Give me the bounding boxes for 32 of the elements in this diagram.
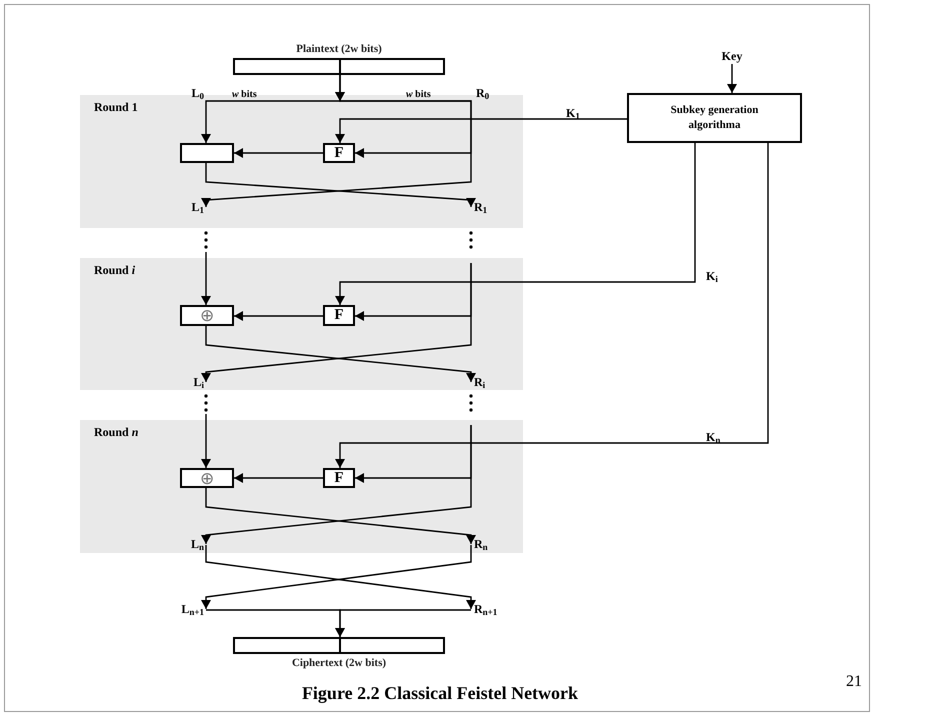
signal-label: R$_{i}$ [474, 375, 504, 390]
signal-label: L$_{n}$ [174, 537, 204, 552]
signal-label: L$_{1}$ [174, 200, 204, 215]
edge-label: K$_{i}$ [706, 268, 718, 285]
round-band [80, 258, 523, 390]
signal-label: R$_{n+1}$ [474, 602, 518, 617]
xor-box [180, 143, 234, 163]
function-box: F [323, 468, 355, 488]
data-block [233, 637, 445, 670]
page-number: 21 [846, 672, 863, 692]
signal-label: L$_{0}$ [190, 85, 204, 102]
signal-label: L$_{n+1}$ [160, 602, 204, 617]
figure-caption: Figure 2.2 Classical Feistel Network [300, 682, 580, 705]
signal-label: R$_{n}$ [474, 537, 504, 552]
signal-label: R$_{0}$ [476, 85, 490, 102]
function-box: F [323, 305, 355, 326]
xor-box: ⊕ [180, 305, 234, 326]
round-label: Round n [94, 424, 138, 441]
width-label: w bits [232, 88, 258, 102]
width-label: w bits [406, 88, 432, 102]
function-box: F [323, 143, 355, 163]
signal-label: L$_{i}$ [174, 375, 204, 390]
xor-box: ⊕ [180, 468, 234, 488]
round-label: Round 1 [94, 99, 138, 116]
data-label: Plaintext (2w bits) [295, 42, 383, 56]
data-label: Ciphertext (2w bits) [290, 656, 388, 670]
signal-label: R$_{1}$ [474, 200, 504, 215]
data-block [233, 42, 445, 75]
input-label: Key [712, 49, 752, 64]
process-box: Subkey generation algorithma [627, 93, 802, 143]
round-band [80, 420, 523, 553]
round-label: Round i [94, 262, 136, 279]
